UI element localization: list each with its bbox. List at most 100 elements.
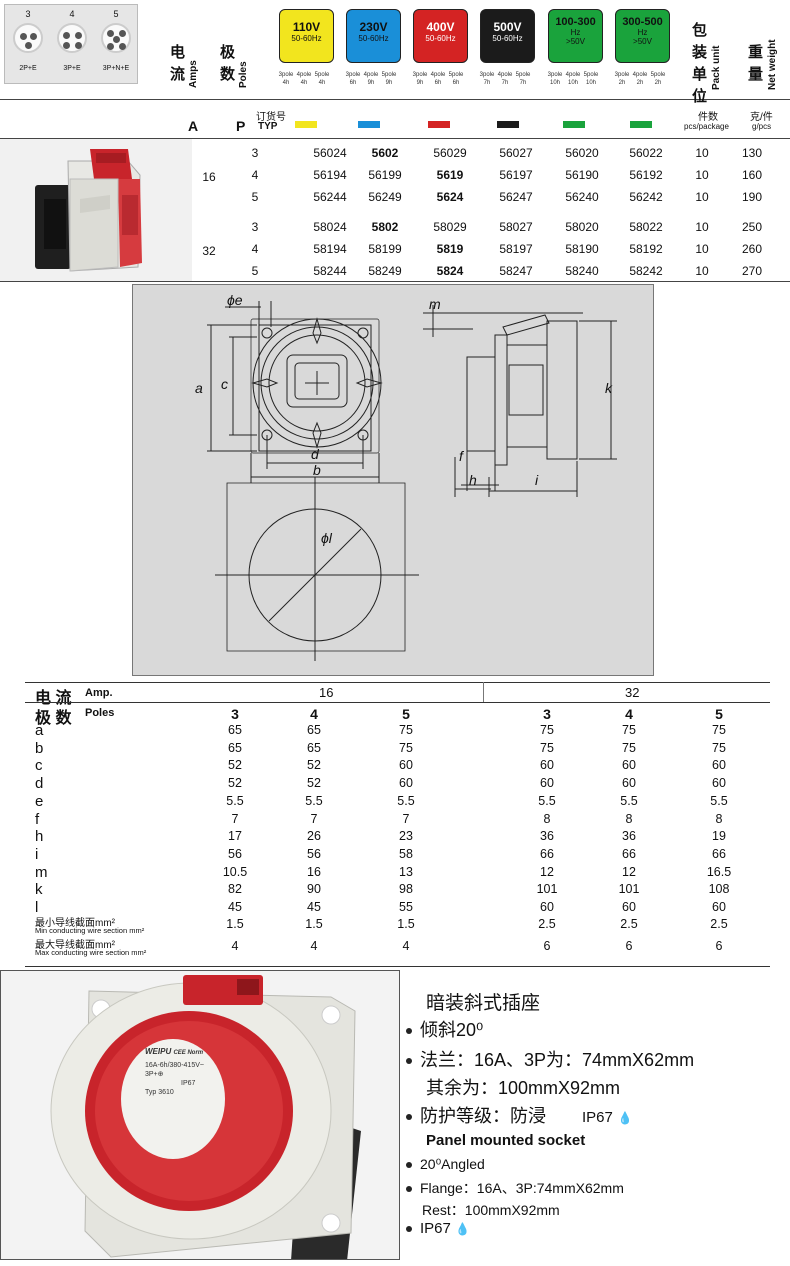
min-wire-value: 1.5 [305, 917, 323, 931]
cn-rest: 其余为：100mmX92mm [426, 1078, 621, 1098]
voltage-frequency: 50-60Hz [425, 34, 456, 43]
socket-4pin-icon [57, 23, 87, 53]
dim-value: 8 [715, 811, 723, 826]
pcs-cn-label: 件数 [698, 112, 718, 123]
ip-mark: IP67 [181, 1080, 196, 1087]
pole-header: 4 [625, 706, 633, 722]
row-pole: 3 [251, 220, 259, 234]
dim-value: 75 [399, 740, 413, 755]
dim-poles-en: Poles [85, 707, 115, 719]
pole-hour-line-2: 3pole 9h4pole 6h5pole 6h [411, 71, 465, 87]
order-code: 58247 [499, 264, 533, 278]
row-pole: 5 [251, 264, 259, 278]
order-code: 56242 [629, 190, 663, 204]
pole-hour-line-0: 3pole 4h4pole 4h5pole 4h [277, 71, 331, 87]
order-code: 58192 [629, 242, 663, 256]
order-code: 5624 [436, 190, 464, 204]
order-table-header: A P 订货号 TYP 件数 pcs/package 克/件 g/pcs [0, 104, 790, 138]
pin-label: 3P+E [63, 65, 81, 72]
color-swatch-5 [630, 121, 652, 128]
dim-key: k [35, 881, 43, 899]
socket-side-image [35, 149, 142, 272]
poles-en-label: Poles [238, 61, 249, 88]
g-en-label: g/pcs [752, 122, 772, 131]
pole-header: 5 [402, 706, 410, 722]
g-cn-label: 克/件 [750, 112, 773, 123]
dim-value: 75 [622, 723, 636, 737]
order-code: 56024 [313, 146, 347, 160]
pole-hour: 4pole 7h [497, 72, 513, 86]
pole-hour: 3pole 10h [547, 72, 563, 86]
dim-value: 60 [712, 900, 726, 914]
dim-value: 23 [399, 829, 413, 844]
label-phi-l: ϕl [321, 530, 333, 546]
socket-front-image [50, 975, 361, 1259]
voltage-value: 500V [493, 20, 522, 34]
row-pcs: 10 [695, 146, 709, 160]
pole-header: 3 [543, 706, 551, 722]
row-weight: 160 [741, 168, 763, 182]
pole-hour: 5pole 6h [448, 72, 464, 86]
row-pole: 5 [251, 190, 259, 204]
pole-hour-line-3: 3pole 7h4pole 7h5pole 7h [478, 71, 532, 87]
row-pole: 4 [251, 242, 259, 256]
order-code: 58197 [499, 242, 533, 256]
order-code: 5824 [436, 264, 464, 278]
dim-value: 56 [307, 846, 321, 861]
bullet-icon [406, 1058, 412, 1065]
poles-cn-label: 极数 [220, 44, 236, 83]
min-wire-en: Min conducting wire section mm² [35, 926, 145, 935]
pole-header: P [236, 118, 246, 134]
dim-value: 16 [307, 864, 321, 879]
dim-value: 60 [540, 776, 554, 791]
title-cn: 暗装斜式插座 [426, 993, 541, 1014]
dim-value: 45 [228, 900, 242, 914]
product-nameplate: WEIPU CEE Norm 16A-6h/380-415V~ 3P+⊕ IP6… [145, 1047, 215, 1097]
weight-en-label: Net weight [767, 39, 778, 90]
row-weight: 250 [741, 220, 763, 234]
dim-value: 65 [228, 723, 242, 737]
row-pcs: 10 [695, 190, 709, 204]
order-code: 56190 [565, 168, 599, 182]
dim-value: 65 [307, 723, 321, 737]
weight-cn-label: 重量 [748, 44, 764, 83]
dim-current-en: Amp. [85, 687, 113, 699]
row-weight: 190 [741, 190, 763, 204]
dim-value: 60 [712, 758, 726, 773]
min-wire-cn: 最小导线截面mm² [35, 918, 115, 929]
dim-value: 60 [540, 900, 554, 914]
poles-mark: 3P+⊕ [145, 1071, 164, 1078]
pin-diagram-4: 4 3P+E [51, 5, 93, 85]
bullet-icon [406, 1162, 412, 1169]
voltage-value: 110V [292, 20, 321, 34]
order-code: 56027 [499, 146, 533, 160]
row-pcs: 10 [695, 242, 709, 256]
bullet-icon [406, 1186, 412, 1193]
pin-count: 5 [113, 9, 119, 19]
spec-header: 3 2P+E 4 3P+E 5 3P+N+E 电流 Amps 极数 Poles … [0, 0, 790, 105]
order-code: 58024 [313, 220, 347, 234]
en-rest: Rest：100mmX92mm [422, 1202, 560, 1218]
pin-diagram-panel: 3 2P+E 4 3P+E 5 3P+N+E [4, 4, 138, 84]
min-wire-value: 2.5 [620, 917, 638, 931]
order-code: 58242 [629, 264, 663, 278]
color-swatch-0 [295, 121, 317, 128]
pole-header: 3 [231, 706, 239, 722]
pole-hour-line-5: 3pole 2h4pole 2h5pole 2h [613, 71, 667, 87]
label-k: k [605, 380, 613, 396]
rating-label: 16A-6h/380-415V~ [145, 1062, 204, 1069]
dim-value: 45 [307, 900, 321, 914]
typ-label: TYP [258, 121, 278, 132]
dim-value: 12 [540, 864, 554, 879]
dim-value: 60 [399, 776, 413, 791]
color-swatch-4 [563, 121, 585, 128]
row-weight: 260 [741, 242, 763, 256]
pin-diagram-3: 3 2P+E [7, 5, 49, 85]
pack-cn-label: 包装单位 [692, 22, 708, 105]
water-drop-icon: 💧 [617, 1111, 633, 1125]
dimension-drawing: ϕe m a c d b k f h i ϕl [132, 284, 654, 676]
